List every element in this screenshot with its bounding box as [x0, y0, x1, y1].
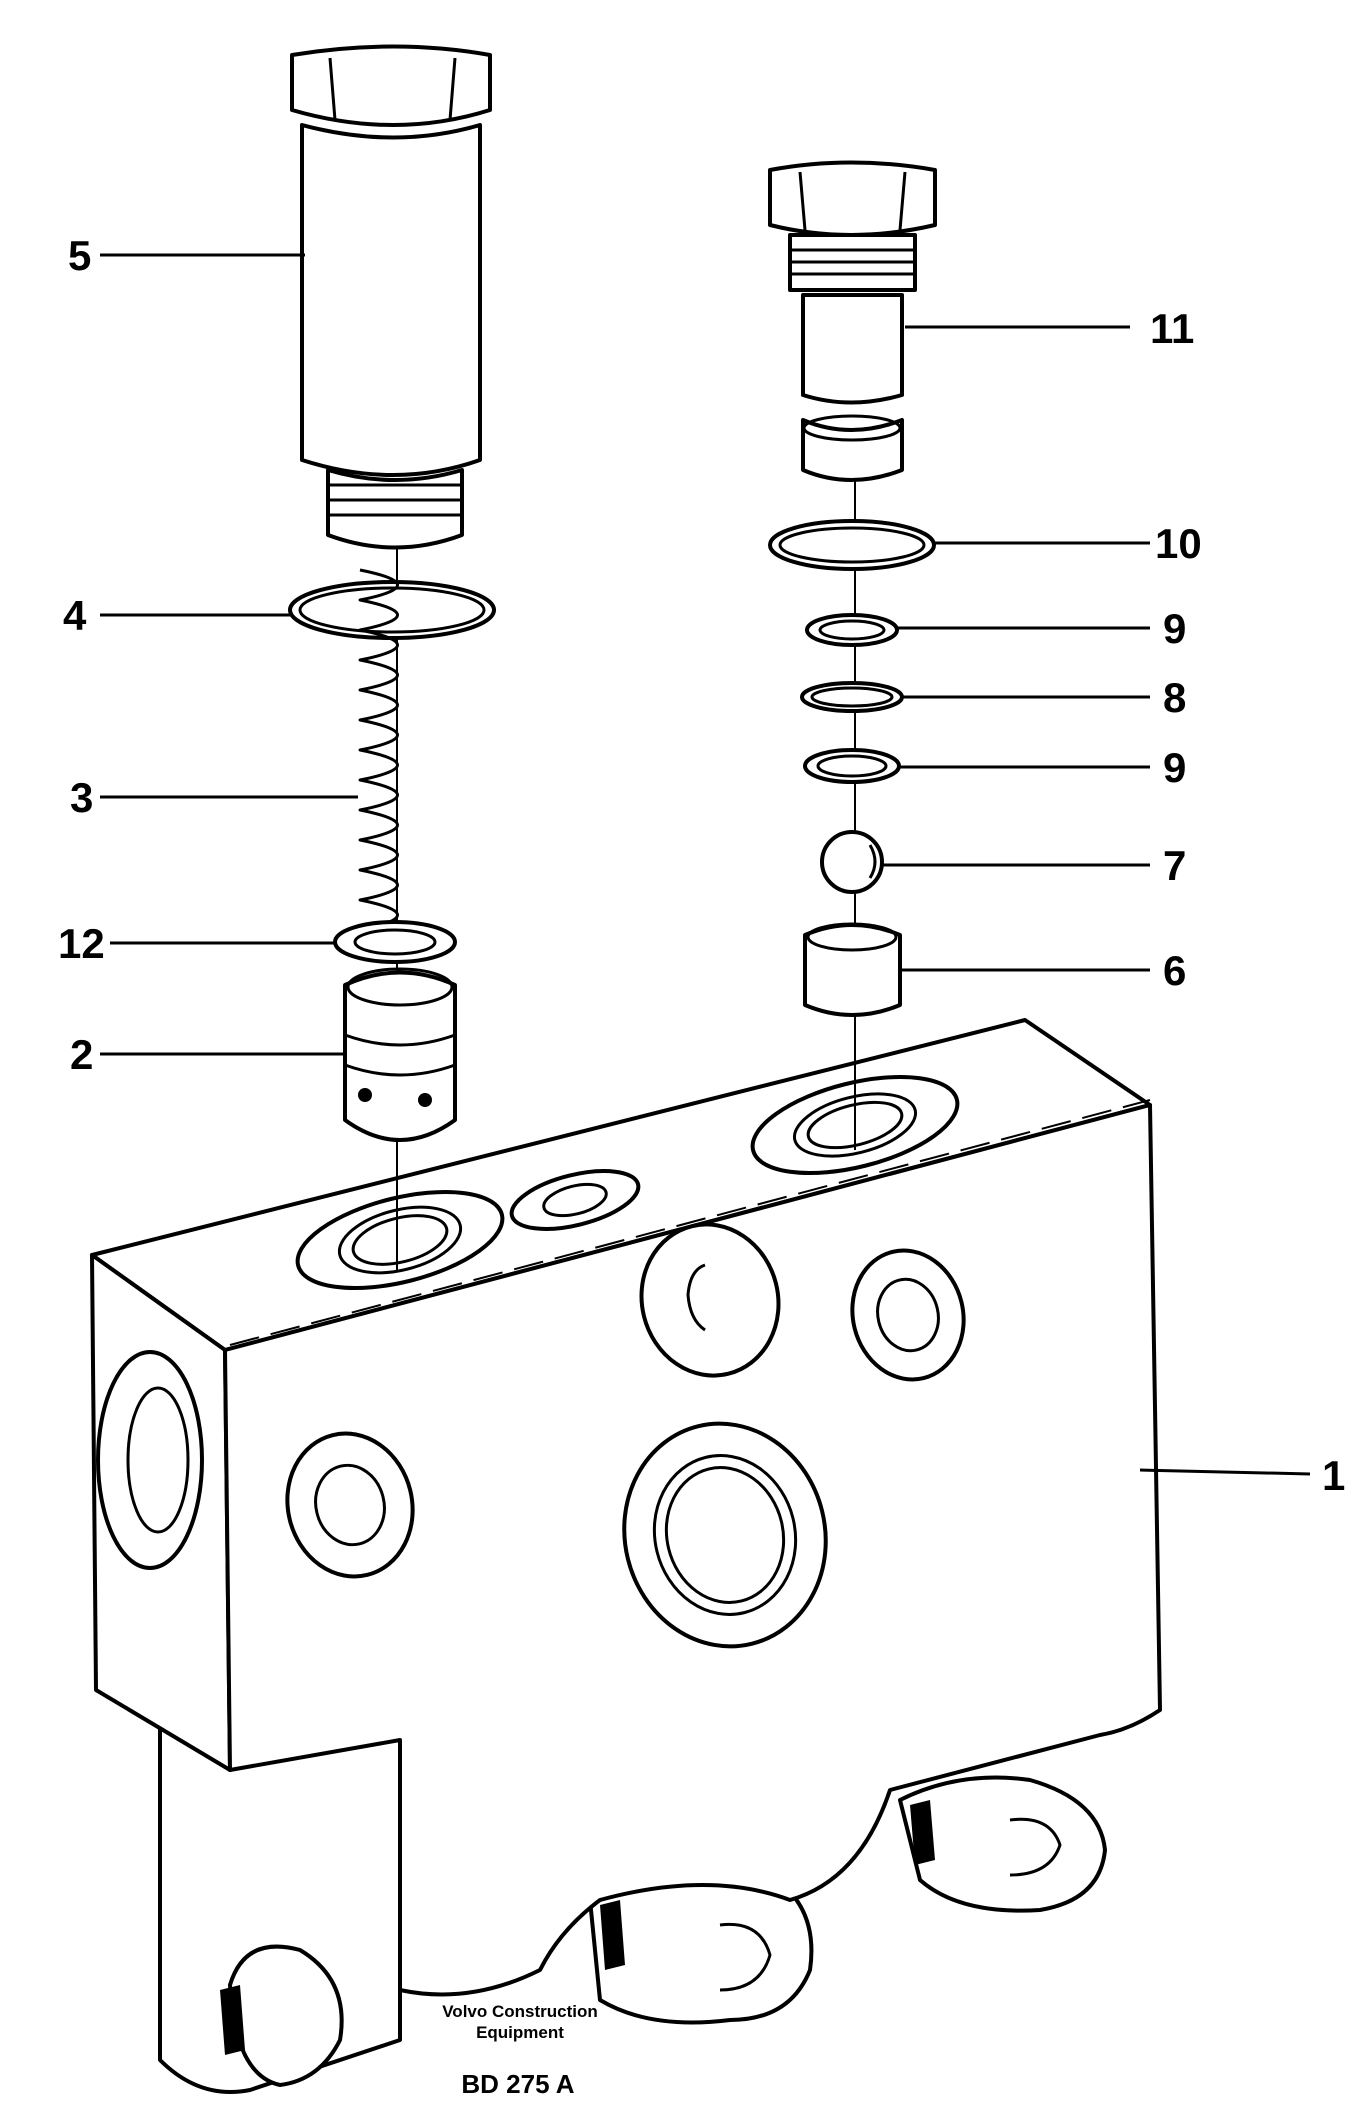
valve-body	[90, 1018, 1162, 2094]
part-10-o-ring	[768, 519, 936, 571]
part-2-valve-cone	[343, 967, 457, 1142]
part-5-relief-valve-cap	[290, 44, 492, 550]
callout-10: 10	[1155, 520, 1202, 567]
callout-9-upper: 9	[1163, 605, 1186, 652]
callout-3: 3	[70, 774, 93, 821]
callout-2: 2	[70, 1031, 93, 1078]
callout-12: 12	[58, 920, 105, 967]
callout-4: 4	[63, 592, 87, 639]
part-9-backup-ring-upper	[805, 613, 899, 647]
caption-line-2: Equipment	[476, 2023, 564, 2042]
part-12-washer	[333, 920, 457, 964]
part-6-seat	[803, 922, 902, 1017]
callout-6: 6	[1163, 947, 1186, 994]
part-9-backup-ring-lower	[803, 748, 901, 784]
part-11-plug	[768, 160, 937, 482]
callout-1: 1	[1322, 1452, 1345, 1499]
callout-labels: 5 4 3 12 2 11 10 9 8 9 7 6 1	[58, 232, 1345, 1499]
caption-line-1: Volvo Construction	[442, 2002, 598, 2021]
valve-body-lower-bosses	[158, 1688, 1107, 2094]
leader-lines	[100, 253, 1311, 1476]
part-7-ball	[820, 830, 884, 894]
valve-body-top-ports	[295, 1074, 960, 1291]
drawing-code: BD 275 A	[461, 2069, 574, 2099]
part-8-o-ring	[800, 681, 904, 713]
callout-7: 7	[1163, 842, 1186, 889]
callout-8: 8	[1163, 674, 1186, 721]
callout-9-lower: 9	[1163, 744, 1186, 791]
callout-5: 5	[68, 232, 91, 279]
callout-11: 11	[1150, 305, 1194, 352]
caption: Volvo Construction Equipment BD 275 A	[442, 2002, 598, 2099]
valve-body-front-ports	[96, 1222, 966, 1649]
part-3-spring	[358, 568, 399, 932]
